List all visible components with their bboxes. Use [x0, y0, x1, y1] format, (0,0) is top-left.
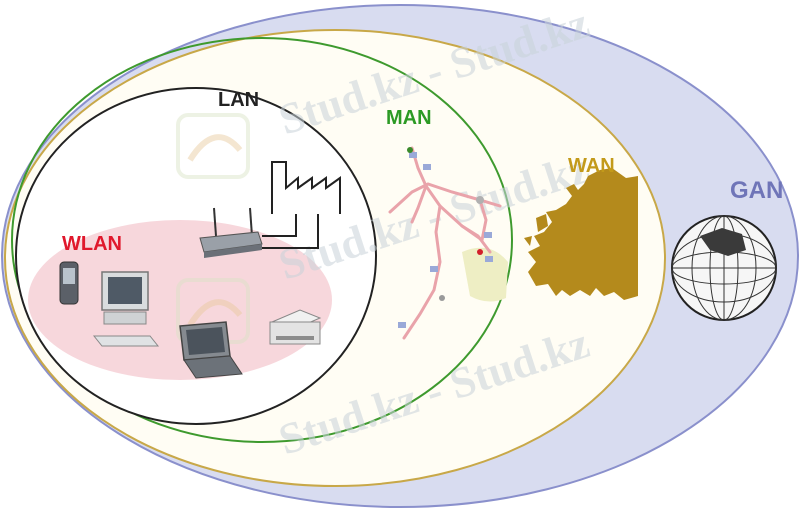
europe-map	[524, 168, 638, 300]
wireless-router-icon	[199, 207, 263, 258]
man-ellipse	[11, 37, 513, 443]
globe-icon	[671, 215, 777, 321]
printer-icon	[269, 309, 322, 345]
watermark-logo	[176, 113, 250, 179]
pda-icon	[59, 261, 79, 305]
lan-label: LAN	[218, 89, 259, 111]
gan-label: GAN	[730, 177, 783, 204]
city-map	[388, 146, 508, 340]
man-label: MAN	[386, 107, 432, 129]
wlan-label: WLAN	[62, 233, 122, 255]
laptop-icon	[179, 321, 243, 379]
factory-icon	[262, 161, 341, 249]
desktop-computer-icon	[92, 271, 160, 347]
suburb-area	[462, 247, 508, 302]
wan-label: WAN	[568, 155, 615, 177]
